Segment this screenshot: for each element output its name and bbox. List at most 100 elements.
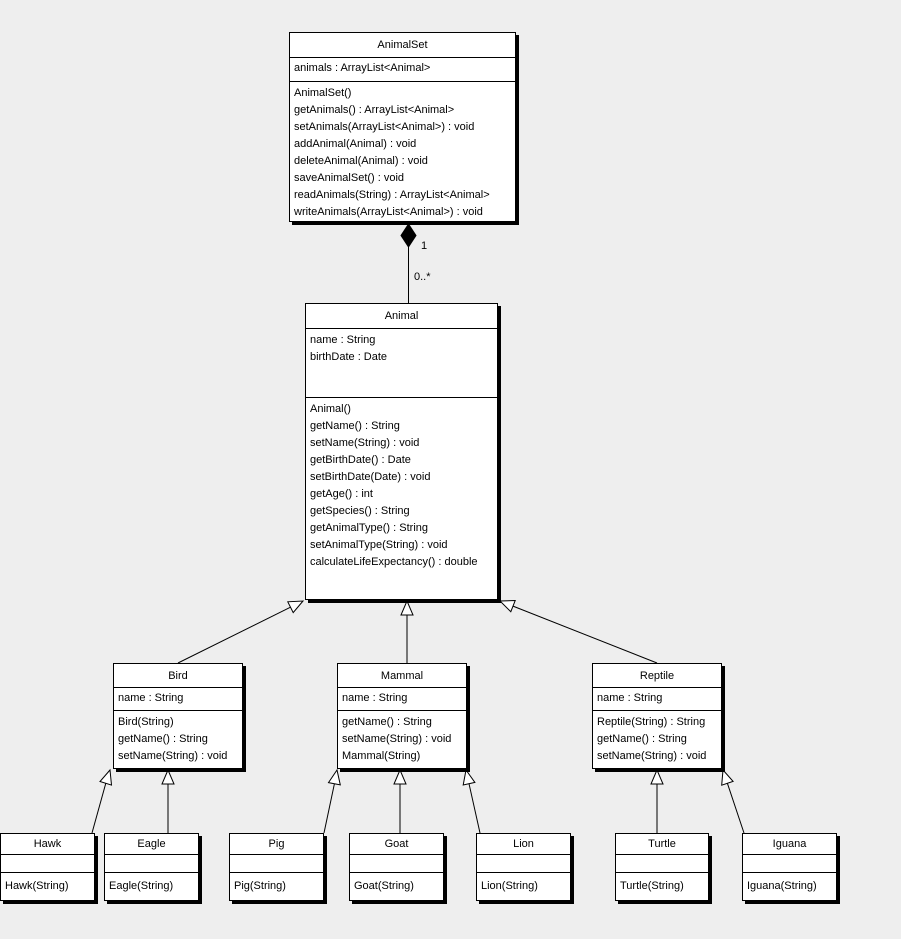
method: setName(String) : void [342,733,452,745]
hollow-triangle-icon [161,768,175,785]
class-title: Lion [513,838,534,850]
attribute: animals : ArrayList<Animal> [294,62,431,74]
method: Pig(String) [234,880,286,892]
class-title: Bird [168,669,188,682]
class-animal[interactable]: Animal name : String birthDate : Date An… [305,303,498,600]
generalization-bird-animal [177,600,305,664]
method: Animal() [310,403,351,415]
attributes-compartment [230,854,323,872]
methods-compartment: Turtle(String) [616,872,708,900]
methods-compartment: AnimalSet() getAnimals() : ArrayList<Ani… [290,81,515,221]
class-bird[interactable]: Bird name : String Bird(String) getName(… [113,663,243,769]
methods-compartment: Bird(String) getName() : String setName(… [114,710,242,768]
class-hawk[interactable]: Hawk Hawk(String) [0,833,95,901]
attributes-compartment [105,854,198,872]
method: Turtle(String) [620,880,684,892]
composition-diamond-icon [400,223,417,248]
method: readAnimals(String) : ArrayList<Animal> [294,189,490,201]
generalization-pig-mammal [323,768,341,834]
generalization-reptile-animal [498,599,658,664]
method: getAnimalType() : String [310,522,428,534]
class-lion[interactable]: Lion Lion(String) [476,833,571,901]
multiplicity-lower-label: 0..* [414,271,431,283]
method: getName() : String [342,716,432,728]
methods-compartment: getName() : String setName(String) : voi… [338,710,466,768]
method: writeAnimals(ArrayList<Animal>) : void [294,206,483,218]
method: Hawk(String) [5,880,69,892]
attributes-compartment: name : String birthDate : Date [306,328,497,397]
attributes-compartment [477,854,570,872]
class-mammal[interactable]: Mammal name : String getName() : String … [337,663,467,769]
attribute: name : String [342,692,408,704]
methods-compartment: Lion(String) [477,872,570,900]
method: getBirthDate() : Date [310,454,411,466]
method: Iguana(String) [747,880,817,892]
method: Goat(String) [354,880,414,892]
class-title: Hawk [33,838,62,850]
class-title: Goat [384,838,409,850]
attribute: birthDate : Date [310,351,388,363]
method: Reptile(String) : String [597,716,706,728]
class-goat[interactable]: Goat Goat(String) [349,833,444,901]
attributes-compartment: name : String [114,687,242,710]
methods-compartment: Iguana(String) [743,872,836,900]
attributes-compartment: name : String [593,687,721,710]
attributes-compartment: name : String [338,687,466,710]
hollow-triangle-icon [99,768,113,786]
method: getName() : String [310,420,400,432]
composition-connector [400,223,417,303]
method: getName() : String [597,733,687,745]
generalization-eagle-bird [161,768,175,833]
hollow-triangle-icon [400,599,414,616]
class-pig[interactable]: Pig Pig(String) [229,833,324,901]
class-title: AnimalSet [377,39,428,51]
method: Bird(String) [118,716,174,728]
method: calculateLifeExpectancy() : double [310,556,478,568]
generalization-turtle-reptile [650,768,664,833]
class-eagle[interactable]: Eagle Eagle(String) [104,833,199,901]
attributes-compartment [1,854,94,872]
method: setName(String) : void [310,437,420,449]
class-title: Mammal [380,669,424,682]
class-turtle[interactable]: Turtle Turtle(String) [615,833,709,901]
hollow-triangle-icon [462,768,476,786]
class-reptile[interactable]: Reptile name : String Reptile(String) : … [592,663,722,769]
methods-compartment: Reptile(String) : String getName() : Str… [593,710,721,768]
generalization-iguana-reptile [721,768,745,834]
method: Eagle(String) [109,880,174,892]
hollow-triangle-icon [721,768,734,786]
generalization-goat-mammal [393,768,407,833]
attribute: name : String [597,692,663,704]
method: setBirthDate(Date) : void [310,471,431,483]
generalization-mammal-animal [400,599,414,663]
method: getAnimals() : ArrayList<Animal> [294,104,455,116]
class-title: Reptile [639,669,675,682]
generalization-lion-mammal [462,768,481,834]
hollow-triangle-icon [650,768,664,785]
method: getSpecies() : String [310,505,410,517]
method: addAnimal(Animal) : void [294,138,417,150]
methods-compartment: Animal() getName() : String setName(Stri… [306,397,497,599]
attribute: name : String [310,334,376,346]
multiplicity-upper-label: 1 [421,240,428,252]
class-iguana[interactable]: Iguana Iguana(String) [742,833,837,901]
class-title: Pig [268,838,285,850]
attributes-compartment: animals : ArrayList<Animal> [290,57,515,81]
class-animalset[interactable]: AnimalSet animals : ArrayList<Animal> An… [289,32,516,222]
methods-compartment: Goat(String) [350,872,443,900]
hollow-triangle-icon [393,768,407,785]
class-title: Iguana [772,838,807,850]
methods-compartment: Eagle(String) [105,872,198,900]
hollow-triangle-icon [327,768,341,786]
method: deleteAnimal(Animal) : void [294,155,428,167]
attributes-compartment [616,854,708,872]
method: setAnimalType(String) : void [310,539,448,551]
method: setName(String) : void [597,750,707,762]
method: setName(String) : void [118,750,228,762]
class-title: Turtle [648,838,676,850]
method: getAge() : int [310,488,373,500]
method: AnimalSet() [294,87,352,99]
attribute: name : String [118,692,184,704]
